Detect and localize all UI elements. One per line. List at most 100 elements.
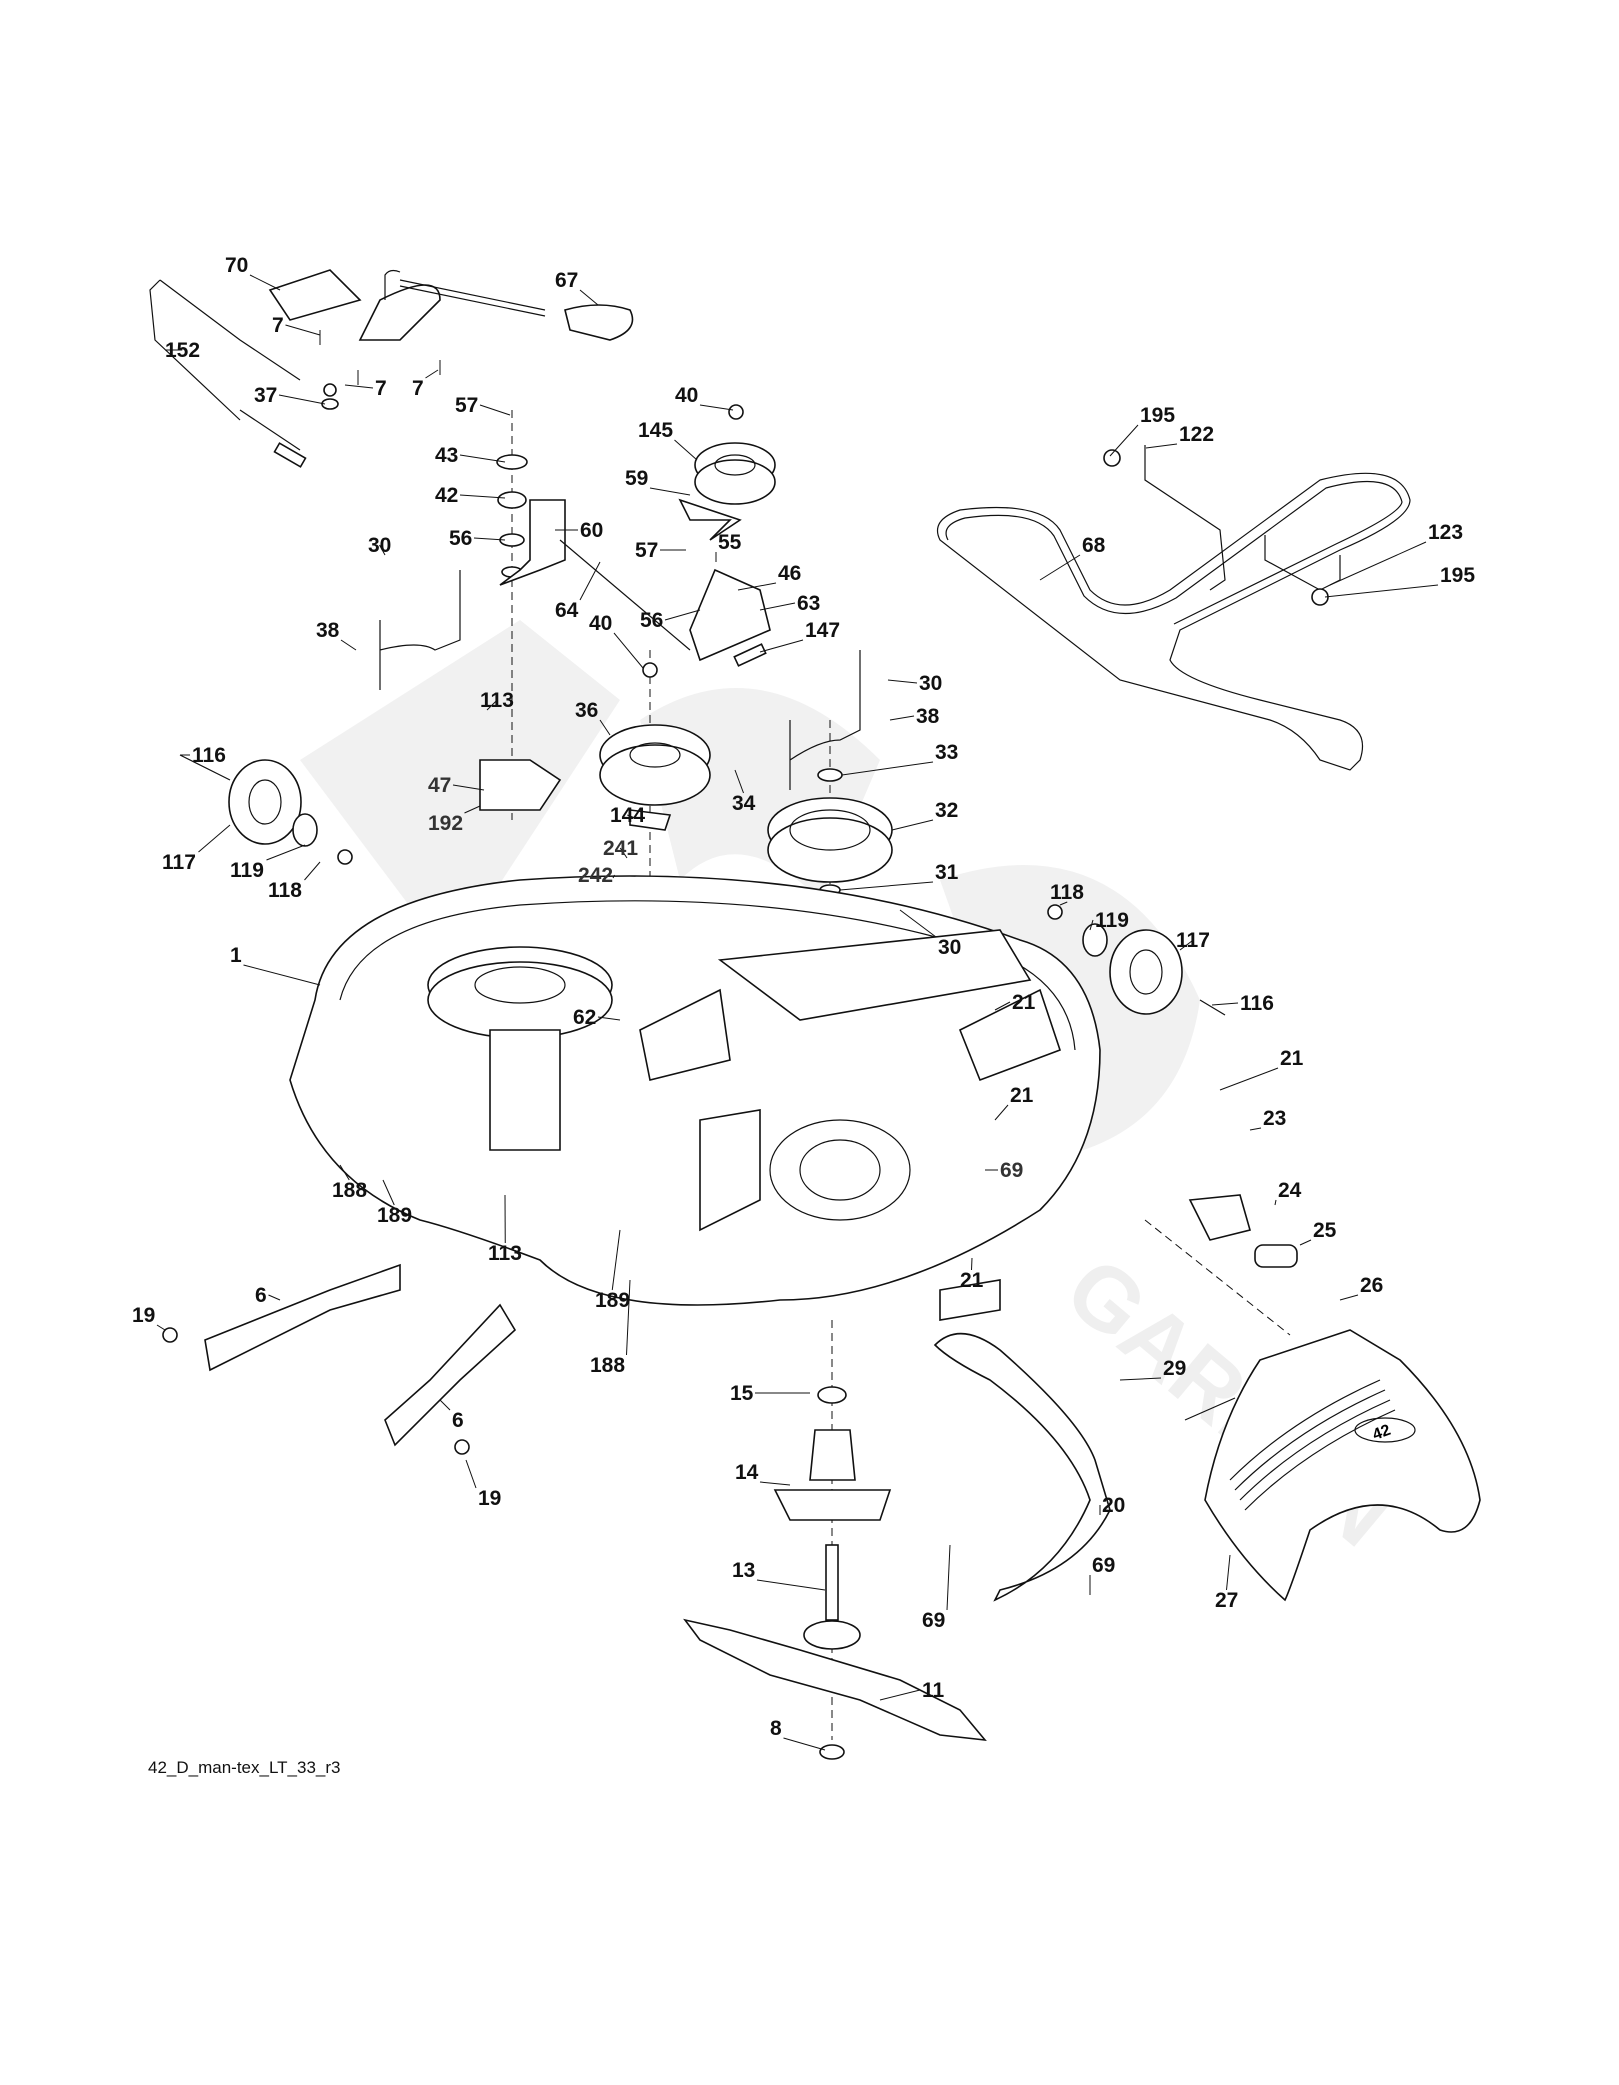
part-label-116: 116 — [1240, 993, 1274, 1014]
stabilizer-bracket-20 — [935, 1334, 1110, 1600]
leader-line-25 — [1300, 1240, 1311, 1245]
part-label-24: 24 — [1278, 1180, 1301, 1201]
part-label-117: 117 — [1176, 930, 1210, 951]
part-label-7: 7 — [375, 378, 387, 399]
part-label-56: 56 — [449, 528, 472, 549]
part-label-40: 40 — [589, 613, 612, 634]
spring-25 — [1255, 1245, 1297, 1267]
part-label-57: 57 — [635, 540, 658, 561]
leader-line-40 — [614, 633, 643, 668]
part-label-25: 25 — [1313, 1220, 1336, 1241]
part-label-188: 188 — [332, 1180, 367, 1201]
part-label-64: 64 — [555, 600, 578, 621]
part-label-69: 69 — [922, 1610, 945, 1631]
leader-line-30 — [888, 680, 917, 683]
arm-6-right — [385, 1305, 515, 1445]
leader-line-59 — [650, 488, 690, 495]
part-label-152: 152 — [165, 340, 200, 361]
blade-bolt-8 — [820, 1745, 844, 1759]
part-label-30: 30 — [368, 535, 391, 556]
leader-line-37 — [279, 395, 325, 404]
leader-line-119 — [267, 845, 306, 860]
leader-line-19 — [466, 1460, 476, 1488]
bolt-19-left — [163, 1328, 177, 1342]
mower-deck-1 — [290, 876, 1100, 1320]
arm-6-left — [205, 1265, 400, 1370]
part-label-29: 29 — [1163, 1358, 1186, 1379]
part-label-118: 118 — [1050, 882, 1084, 903]
leader-line-26 — [1340, 1295, 1358, 1300]
leader-line-6 — [269, 1295, 281, 1300]
leader-line-32 — [892, 820, 933, 830]
belt-guide-122 — [1145, 445, 1225, 590]
part-label-30: 30 — [938, 937, 961, 958]
part-label-37: 37 — [254, 385, 277, 406]
part-label-195: 195 — [1140, 405, 1175, 426]
leader-line-116 — [1212, 1003, 1238, 1005]
part-label-15: 15 — [730, 1383, 753, 1404]
part-label-241: 241 — [603, 838, 638, 859]
part-label-20: 20 — [1102, 1495, 1125, 1516]
part-label-6: 6 — [255, 1285, 267, 1306]
leader-line-23 — [1250, 1128, 1261, 1130]
leader-line-145 — [675, 440, 698, 460]
leader-line-195 — [1110, 425, 1138, 456]
lift-lever-assembly — [150, 270, 545, 467]
part-label-63: 63 — [797, 593, 820, 614]
leader-line-118 — [305, 862, 321, 880]
part-label-26: 26 — [1360, 1275, 1383, 1296]
part-label-56: 56 — [640, 610, 663, 631]
part-label-119: 119 — [230, 860, 264, 881]
part-label-21: 21 — [1010, 1085, 1033, 1106]
part-label-21: 21 — [1280, 1048, 1303, 1069]
leader-line-64 — [580, 562, 600, 600]
part-label-118: 118 — [268, 880, 302, 901]
part-label-13: 13 — [732, 1560, 755, 1581]
part-label-14: 14 — [735, 1462, 758, 1483]
leader-line-19 — [157, 1325, 165, 1330]
part-label-69: 69 — [1000, 1160, 1023, 1181]
part-label-40: 40 — [675, 385, 698, 406]
part-label-8: 8 — [770, 1718, 782, 1739]
part-label-23: 23 — [1263, 1108, 1286, 1129]
part-label-38: 38 — [316, 620, 339, 641]
part-label-147: 147 — [805, 620, 840, 641]
part-label-7: 7 — [412, 378, 424, 399]
part-label-119: 119 — [1095, 910, 1129, 931]
leader-line-6 — [440, 1400, 450, 1410]
bolt-19-right — [455, 1440, 469, 1454]
part-label-70: 70 — [225, 255, 248, 276]
bracket-23 — [1190, 1195, 1250, 1240]
part-label-113: 113 — [488, 1243, 522, 1264]
leader-line-27 — [1227, 1555, 1231, 1590]
part-label-11: 11 — [922, 1680, 944, 1701]
leader-line-122 — [1146, 444, 1177, 448]
part-label-60: 60 — [580, 520, 603, 541]
part-label-57: 57 — [455, 395, 478, 416]
part-label-42: 42 — [435, 485, 458, 506]
leader-line-38 — [890, 716, 914, 720]
part-label-69: 69 — [1092, 1555, 1115, 1576]
part-label-192: 192 — [428, 813, 463, 834]
part-label-21: 21 — [960, 1270, 983, 1291]
part-label-31: 31 — [935, 862, 958, 883]
leader-line-7 — [426, 370, 439, 378]
part-label-59: 59 — [625, 468, 648, 489]
leader-line-40 — [700, 405, 733, 410]
part-label-33: 33 — [935, 742, 958, 763]
leader-line-13 — [757, 1580, 825, 1590]
part-label-1: 1 — [230, 945, 242, 966]
part-label-113: 113 — [480, 690, 514, 711]
height-knob — [565, 305, 633, 340]
part-label-116: 116 — [192, 745, 226, 766]
part-label-27: 27 — [1215, 1590, 1238, 1611]
part-label-67: 67 — [555, 270, 578, 291]
part-label-68: 68 — [1082, 535, 1105, 556]
part-label-189: 189 — [595, 1290, 630, 1311]
part-label-19: 19 — [478, 1488, 501, 1509]
leader-line-21 — [1220, 1068, 1278, 1090]
leader-line-69 — [947, 1545, 950, 1610]
leader-line-70 — [250, 275, 280, 290]
part-label-195: 195 — [1440, 565, 1475, 586]
leader-line-8 — [784, 1738, 826, 1750]
